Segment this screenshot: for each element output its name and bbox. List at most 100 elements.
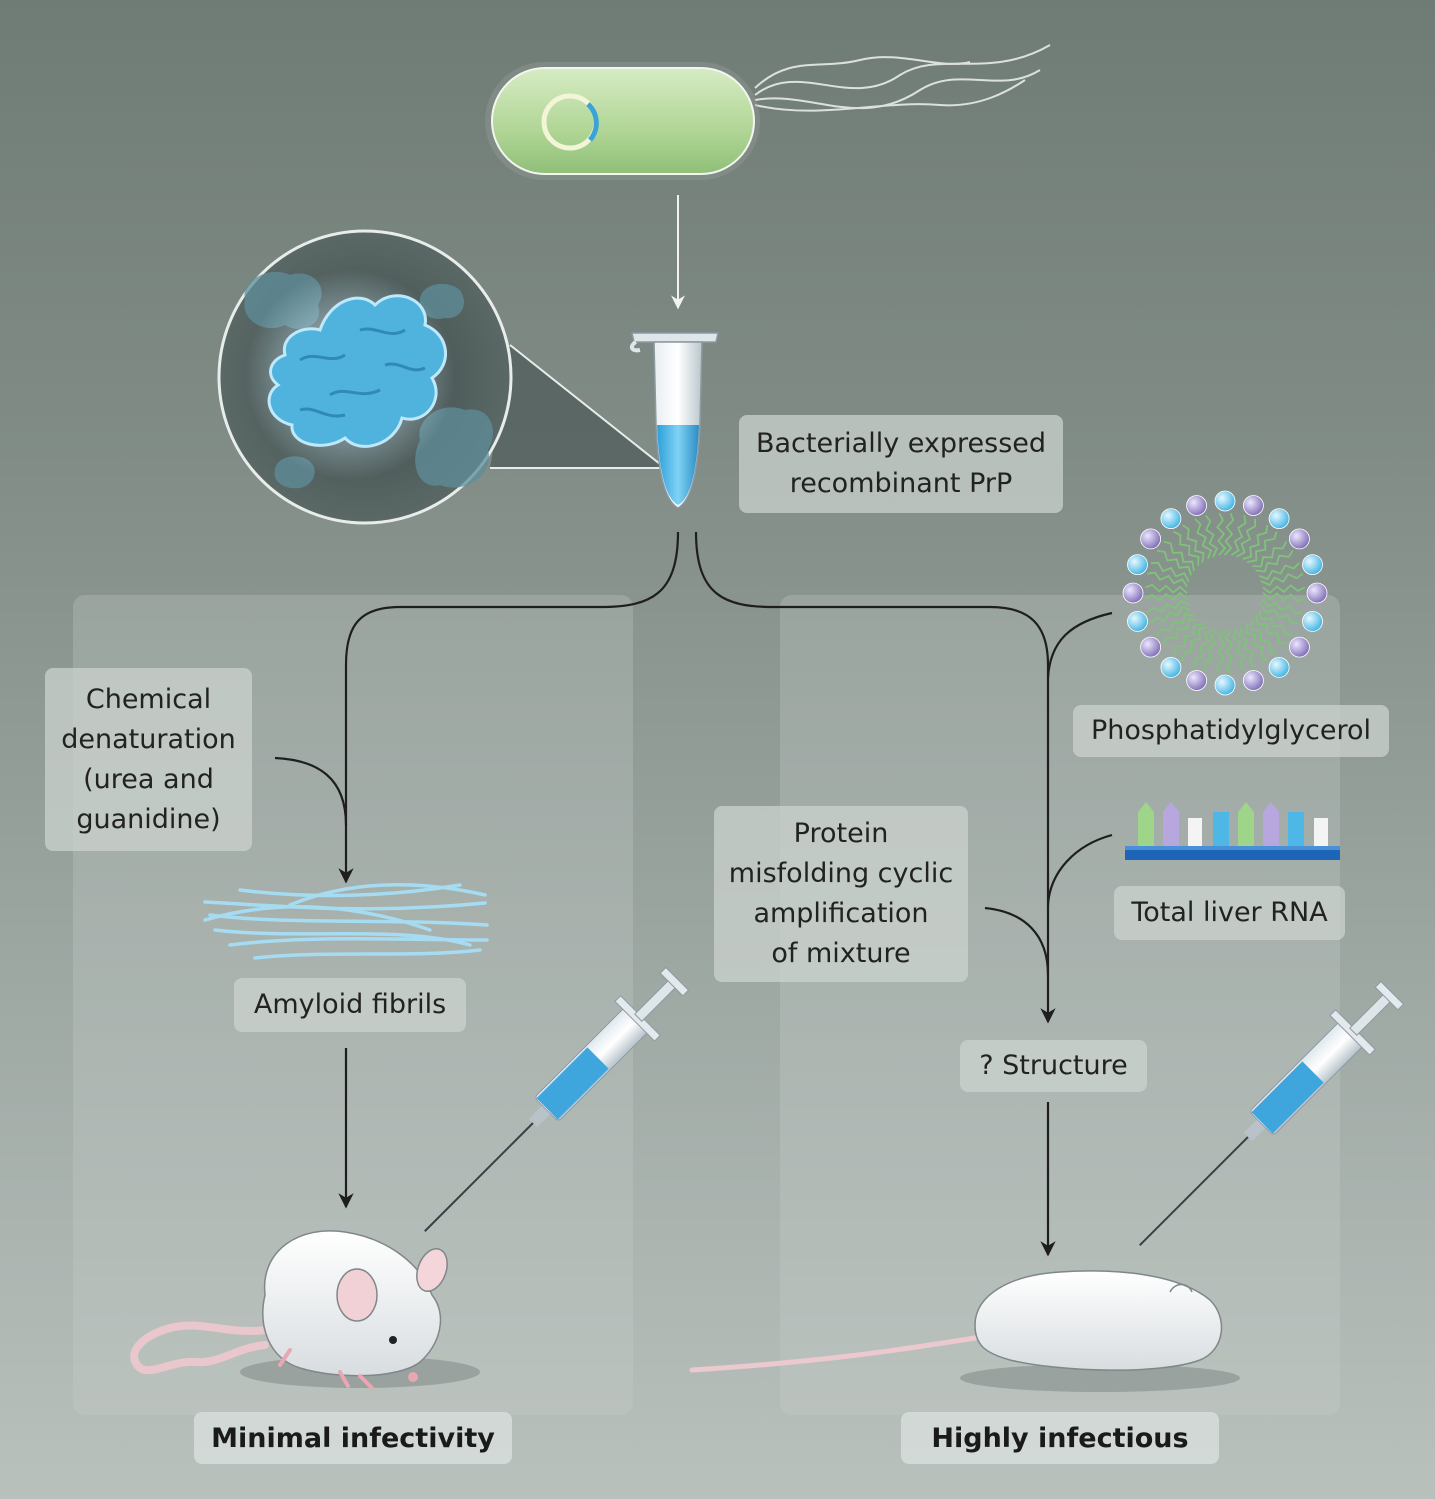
lipid-tail xyxy=(1250,620,1277,656)
lipid-tail xyxy=(1245,623,1268,662)
lipid-head xyxy=(1289,636,1310,658)
input-arrow-rna xyxy=(1046,833,1113,906)
label-structure: ? Structure xyxy=(960,1040,1147,1092)
lipid-tail xyxy=(1144,591,1188,602)
lipid-head xyxy=(1243,495,1264,516)
lipid-tail xyxy=(1242,524,1269,560)
lipid-tail xyxy=(1193,628,1215,668)
amyloid-fibrils-icon xyxy=(203,883,489,960)
branch-arrows xyxy=(274,531,1113,1257)
label-pmca: Protein misfolding cyclic amplification … xyxy=(714,806,968,982)
lipid-tail xyxy=(1252,541,1288,568)
micelle-icon xyxy=(1122,490,1328,696)
lipid-tail xyxy=(1150,561,1190,583)
lipid-tail xyxy=(1156,613,1195,636)
lipid-head xyxy=(1302,611,1323,632)
lipid-tail xyxy=(1237,626,1256,668)
input-arrow-pmca xyxy=(984,906,1050,976)
lipid-tail xyxy=(1215,630,1226,674)
lipid-tail xyxy=(1224,512,1235,556)
label-total-liver-rna: Total liver RNA xyxy=(1114,886,1345,940)
label-pmca-line-3: amplification xyxy=(753,898,929,929)
outcome-left-text: Minimal infectivity xyxy=(211,1422,495,1454)
label-rna-text: Total liver RNA xyxy=(1131,897,1328,928)
arrow-to-pmca-branch xyxy=(694,531,1056,1024)
syringe-icon xyxy=(424,966,690,1232)
lipid-tail xyxy=(1255,614,1287,646)
label-amyloid-fibrils: Amyloid fibrils xyxy=(234,978,466,1032)
lipid-head xyxy=(1186,495,1207,516)
lipid-tail xyxy=(1231,628,1246,672)
lipid-tail xyxy=(1235,518,1257,558)
label-recombinant-line-2: recombinant PrP xyxy=(789,468,1013,499)
lipid-head xyxy=(1160,508,1182,529)
protein-magnifier-icon xyxy=(217,229,666,525)
lipid-head xyxy=(1289,528,1310,550)
lipid-head xyxy=(1214,490,1236,512)
lipid-tail xyxy=(1150,605,1192,624)
outcome-highly-infectious: Highly infectious xyxy=(901,1412,1219,1464)
arrow-to-denaturation-branch xyxy=(338,531,680,884)
lipid-tail xyxy=(1163,540,1195,572)
label-amyloid-text: Amyloid fibrils xyxy=(253,989,447,1020)
syringe-icon xyxy=(1139,980,1405,1246)
outcome-minimal-infectivity: Minimal infectivity xyxy=(194,1412,512,1464)
label-chemical-denaturation: Chemical denaturation (urea and guanidin… xyxy=(45,668,252,851)
lipid-tail xyxy=(1216,512,1227,556)
right-panel xyxy=(780,595,1340,1415)
label-recombinant-prp: Bacterially expressed recombinant PrP xyxy=(739,415,1063,513)
lipid-tail xyxy=(1258,562,1300,581)
lipid-head xyxy=(1127,611,1148,632)
input-arrow-phosphatidylglycerol xyxy=(1046,611,1113,679)
plasmid-icon xyxy=(541,93,599,151)
lipid-tail xyxy=(1203,630,1220,671)
label-pmca-line-4: of mixture xyxy=(771,938,911,969)
lipid-tail xyxy=(1156,549,1192,576)
rna-strands-icon xyxy=(1125,802,1340,860)
label-recombinant-line-1: Bacterially expressed xyxy=(755,428,1047,459)
lipid-head xyxy=(1243,670,1264,691)
lipid-tail xyxy=(1194,518,1213,560)
lipid-head xyxy=(1214,674,1236,696)
lipid-tail xyxy=(1262,592,1306,603)
lipid-tail xyxy=(1255,550,1294,573)
label-structure-text: ? Structure xyxy=(979,1050,1128,1081)
label-denaturation-line-4: guanidine) xyxy=(76,803,221,835)
lipid-head xyxy=(1268,657,1290,678)
label-phosphatidylglycerol: Phosphatidylglycerol xyxy=(1073,705,1389,757)
lipid-tail xyxy=(1262,584,1306,595)
lipid-tail xyxy=(1144,583,1188,594)
lipid-head xyxy=(1306,582,1328,604)
label-denaturation-line-3: (urea and xyxy=(83,763,214,795)
lipid-tail xyxy=(1181,626,1208,662)
lipid-tail xyxy=(1146,599,1190,614)
lipid-head xyxy=(1160,657,1182,678)
lipid-tail xyxy=(1147,571,1188,588)
lipid-head xyxy=(1122,582,1144,604)
label-phosphatidylglycerol-text: Phosphatidylglycerol xyxy=(1090,715,1372,746)
lipid-tail xyxy=(1172,623,1204,655)
lipid-head xyxy=(1140,636,1161,658)
lipid-tail xyxy=(1262,598,1303,615)
lipid-tail xyxy=(1204,514,1219,558)
lipid-tail xyxy=(1258,610,1294,637)
outcome-right-text: Highly infectious xyxy=(931,1422,1189,1454)
lipid-tail xyxy=(1182,524,1205,563)
lipid-tail xyxy=(1230,515,1247,556)
lipid-tail xyxy=(1173,530,1200,566)
lipid-head xyxy=(1186,670,1207,691)
input-arrow-denaturation xyxy=(274,756,348,826)
lipid-head xyxy=(1127,554,1148,575)
lipid-tail xyxy=(1260,572,1304,587)
lipid-head xyxy=(1302,554,1323,575)
label-pmca-line-2: misfolding cyclic xyxy=(728,858,954,889)
label-denaturation-line-2: denaturation xyxy=(61,723,236,755)
microtube-icon xyxy=(629,332,719,509)
lipid-head xyxy=(1140,528,1161,550)
lipid-tail xyxy=(1260,603,1300,625)
lipid-tail xyxy=(1246,531,1278,563)
lipid-tail xyxy=(1223,630,1234,674)
mouse-icon xyxy=(130,1230,480,1390)
lipid-head xyxy=(1268,508,1290,529)
